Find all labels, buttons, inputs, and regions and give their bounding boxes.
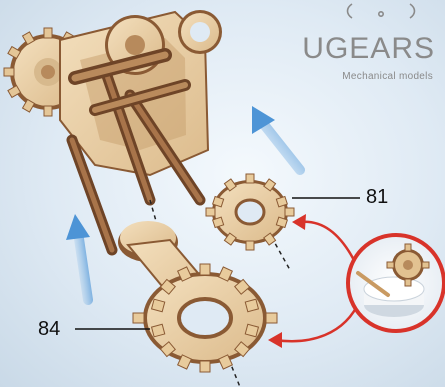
part-number-84: 84 [38,318,60,341]
brand-wordmark: UGEARS [302,34,435,64]
upper-frame-assembly [4,10,222,250]
glue-arrow-head-lower [268,332,282,348]
part-number-81: 81 [366,186,388,209]
top-ring [178,10,222,54]
brand-block: UGEARS Mechanical models [313,4,441,84]
brand-tagline: Mechanical models [342,71,433,82]
glue-application-icon [348,235,444,331]
part-81-gear [206,174,294,250]
